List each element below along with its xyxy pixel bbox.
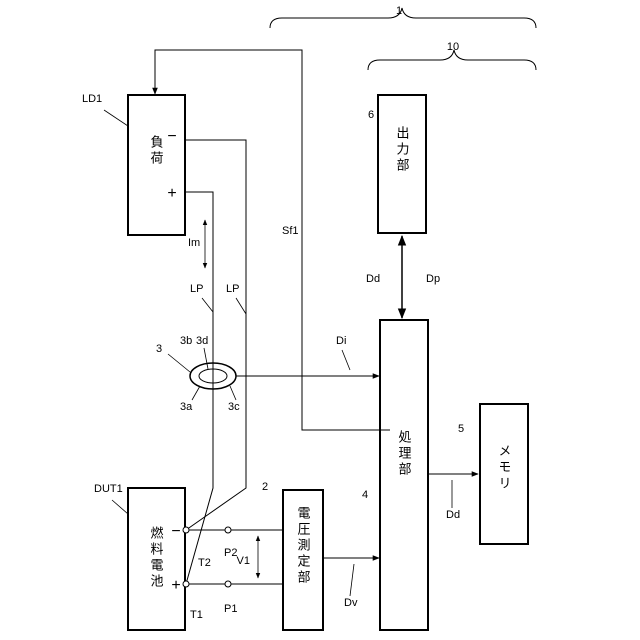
memory-ref: 5 bbox=[458, 423, 464, 435]
terminal-t1 bbox=[183, 581, 189, 587]
load-minus: − bbox=[167, 128, 176, 145]
terminal-t2 bbox=[183, 527, 189, 533]
memory-data-signal: Dd bbox=[446, 509, 460, 521]
load-current-signal: Im bbox=[188, 237, 200, 249]
print-data-signal: Dp bbox=[426, 273, 440, 285]
sensor-ref-a: 3a bbox=[180, 401, 193, 413]
voltage-data-leader bbox=[350, 564, 354, 596]
probe-p2-label: P2 bbox=[224, 547, 237, 559]
probe-p2 bbox=[225, 527, 231, 533]
terminal-t2-label: T2 bbox=[198, 557, 211, 569]
fuel-cell-label: 燃料電池 bbox=[149, 525, 164, 590]
load-ref: LD1 bbox=[82, 93, 102, 105]
feedback-signal: Sf1 bbox=[282, 225, 299, 237]
sensor-ref-b: 3b bbox=[180, 335, 192, 347]
sensor-ref-c: 3c bbox=[228, 401, 240, 413]
subsystem-ref: 10 bbox=[447, 41, 459, 53]
sensor-ref-d: 3d bbox=[196, 335, 208, 347]
fuel-cell-minus: − bbox=[171, 523, 180, 540]
sensor-leader-d bbox=[204, 348, 208, 369]
system-brace bbox=[270, 8, 536, 28]
memory-label: メモリ bbox=[497, 444, 512, 492]
subsystem-brace bbox=[368, 50, 536, 70]
processor-ref: 4 bbox=[362, 489, 368, 501]
sensor-leader-a bbox=[192, 386, 200, 400]
dut-ref-leader bbox=[112, 500, 128, 514]
loop-label-1: LP bbox=[190, 283, 203, 295]
load-plus: + bbox=[167, 185, 176, 202]
processor-label: 処理部 bbox=[397, 430, 412, 478]
loop-leader-1 bbox=[202, 298, 213, 312]
load-minus-wire bbox=[185, 140, 246, 530]
dut-ref: DUT1 bbox=[94, 483, 123, 495]
voltage-meter-label: 電圧測定部 bbox=[296, 506, 311, 586]
load-ref-leader bbox=[104, 110, 128, 126]
output-ref: 6 bbox=[368, 109, 374, 121]
sensor-leader-c bbox=[230, 386, 236, 400]
output-label: 出力部 bbox=[395, 126, 410, 174]
sensor-ref: 3 bbox=[156, 343, 162, 355]
system-ref: 1 bbox=[396, 5, 402, 17]
current-data-signal: Di bbox=[336, 335, 346, 347]
fuel-cell-plus: + bbox=[171, 577, 180, 594]
probe-p1-label: P1 bbox=[224, 603, 237, 615]
terminal-t1-label: T1 bbox=[190, 609, 203, 621]
display-data-signal: Dd bbox=[366, 273, 380, 285]
loop-label-2: LP bbox=[226, 283, 239, 295]
loop-leader-2 bbox=[236, 298, 246, 314]
voltage-meter-ref: 2 bbox=[262, 481, 268, 493]
probe-p1 bbox=[225, 581, 231, 587]
voltage-signal: V1 bbox=[237, 555, 250, 567]
current-data-leader bbox=[342, 350, 350, 370]
load-label: 負荷 bbox=[149, 135, 164, 167]
voltage-data-signal: Dv bbox=[344, 597, 358, 609]
sensor-ref-leader bbox=[168, 354, 190, 372]
